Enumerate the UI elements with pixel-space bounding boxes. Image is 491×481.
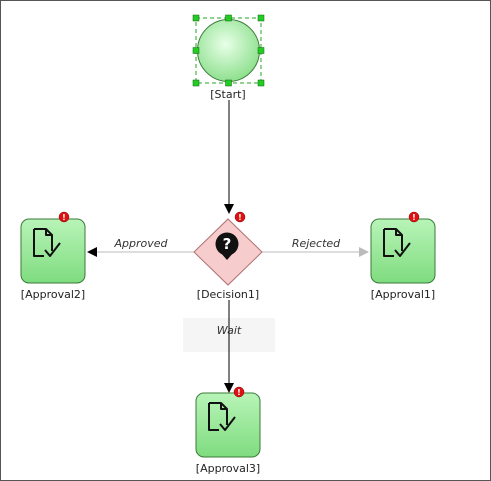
node-label-approval1: [Approval1] <box>371 288 435 301</box>
node-label-approval3: [Approval3] <box>196 462 260 475</box>
selection-handles[interactable] <box>192 14 265 87</box>
document-check-icon <box>383 228 411 257</box>
edge-label-approved: Approved <box>113 237 168 250</box>
warning-badge-icon: ! <box>58 211 70 223</box>
question-mark-icon: ? <box>215 232 239 260</box>
node-approval1[interactable]: ! [Approval1] <box>370 211 436 301</box>
node-approval2[interactable]: ! [Approval2] <box>20 211 86 301</box>
node-label-start: [Start] <box>210 88 245 101</box>
edge-approved[interactable]: Approved <box>87 237 195 257</box>
node-label-approval2: [Approval2] <box>21 288 85 301</box>
document-check-icon <box>33 228 61 257</box>
edge-rejected[interactable]: Rejected <box>262 237 369 257</box>
svg-text:?: ? <box>223 235 232 253</box>
svg-text:!: ! <box>237 388 241 397</box>
start-circle <box>197 19 260 82</box>
node-label-decision1: [Decision1] <box>197 288 259 301</box>
edge-label-rejected: Rejected <box>292 237 341 250</box>
document-check-icon <box>208 402 236 431</box>
warning-badge-icon: ! <box>408 211 420 223</box>
edge-wait[interactable]: Wait <box>183 300 275 393</box>
node-decision1[interactable]: ? ! [Decision1] <box>193 211 263 301</box>
warning-badge-icon: ! <box>234 211 246 223</box>
svg-text:!: ! <box>238 213 242 222</box>
node-start[interactable]: [Start] <box>192 14 265 101</box>
svg-text:!: ! <box>62 213 66 222</box>
node-approval3[interactable]: ! [Approval3] <box>195 386 261 475</box>
edge-label-wait: Wait <box>217 324 242 337</box>
svg-text:!: ! <box>412 213 416 222</box>
warning-badge-icon: ! <box>233 386 245 398</box>
